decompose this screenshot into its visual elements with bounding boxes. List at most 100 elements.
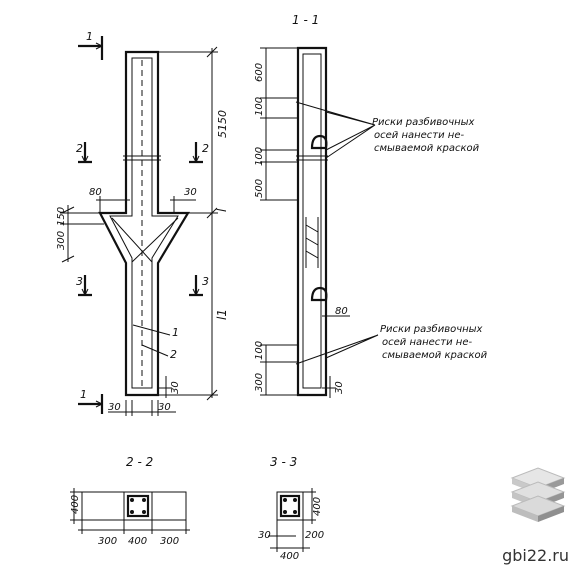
section-2-label-right: 2 [202,142,209,155]
dim-30-bottom: 30 [170,381,181,394]
rebar-dot-2 [142,498,146,502]
dim-5150: 5150 [216,110,229,138]
dim-bracket-30 [170,196,196,213]
dim-100-c: 100 [254,341,265,360]
rebar-cage [109,57,179,389]
s33-dim-400-v: 400 [312,497,323,516]
pos-2-label: 2 [170,348,177,361]
lifting-loop-bottom [310,286,328,302]
section-1-1-inner [302,53,322,389]
section-1-arrow-top [95,42,103,50]
dim-600: 600 [254,63,265,82]
dim-l: l [215,208,229,212]
section-1-arrow-bottom [95,400,103,408]
section-3-label-right: 3 [202,275,209,288]
section-1-label-top: 1 [86,30,93,43]
dim-line-upper [188,207,218,219]
rebar-dot-7 [283,510,287,514]
s22-dim-400-v: 400 [70,495,81,514]
section-1-1-title: 1 - 1 [292,13,319,27]
pos-1-label: 1 [172,326,179,339]
section-3-3: 3 - 3 400 30 200 400 [258,455,324,562]
section-2-2-dim-horizontal [78,520,190,534]
section-2-2-core [126,494,150,518]
bracket-cross [111,217,179,263]
dim-bracket-80 [96,196,130,213]
section-2-arrow-left [81,155,89,163]
note-bottom-leaders [295,334,379,365]
site-watermark: gbi22.ru [502,546,569,565]
section-1-1-ladder [305,217,319,268]
s22-dim-400-mid: 400 [128,536,147,547]
dim-300-right: 300 [254,373,265,392]
section-1-mark-top [78,36,104,60]
note-top-leaders [295,101,376,159]
note-top-line-3: смываемой краской [374,143,480,154]
section-1-label-bottom: 1 [80,388,87,401]
s22-dim-300-left: 300 [98,536,117,547]
note-bottom-line-1: Риски разбивочных [380,323,483,335]
dim-300-label: 300 [56,231,67,250]
s22-dim-300-right: 300 [160,536,179,547]
dim-100-b: 100 [254,147,265,166]
rebar-dot-3 [130,510,134,514]
column-outline [98,50,190,397]
section-3-arrow-right [192,288,200,296]
section-3-3-core [279,494,301,518]
dim-100-a: 100 [254,97,265,116]
rebar-dot-1 [130,498,134,502]
section-3-mark-right [189,275,203,297]
dim-l1: l1 [215,309,229,320]
note-top-line-1: Риски разбивочных [372,116,475,128]
dim-500: 500 [254,179,265,198]
dim-line-overall [158,46,218,401]
section-2-2-title: 2 - 2 [126,455,153,469]
dim-chain-bottom [260,344,298,396]
dim-80-right: 80 [335,306,348,317]
section-2-label-left: 2 [76,142,83,155]
section-2-2-dim-vertical [70,488,82,524]
dim-bottom-vertical [158,376,172,398]
dim-80-label: 80 [89,187,102,198]
section-3-label-left: 3 [76,275,83,288]
stirrup-marks [123,155,161,161]
rebar-dot-8 [293,510,297,514]
note-bottom-line-3: смываемой краской [382,350,488,361]
site-logo-icon [510,467,566,522]
leader-2 [141,344,169,357]
section-2-arrow-right [192,155,200,163]
dim-bracket-vertical [61,205,75,263]
leader-1 [132,324,171,336]
rebar-dot-6 [293,498,297,502]
column-section-1-1: 1 - 1 600 100 100 500 100 300 80 30 Риск… [254,13,488,398]
section-3-3-dim-horizontal [268,520,310,552]
section-3-3-outer [276,491,304,521]
section-2-mark-right [189,142,203,164]
rebar-dot-5 [283,498,287,502]
dim-30-b1: 30 [108,402,121,413]
dim-30-right: 30 [334,381,345,394]
section-3-3-dim-vertical [303,488,316,524]
section-1-1-outline [296,46,328,397]
section-2-2: 2 - 2 400 300 400 300 [70,455,190,547]
note-bottom-line-2: осей нанести не- [382,337,472,348]
dim-150-label: 150 [56,207,67,226]
section-1-1-stirrup [296,155,328,161]
section-3-3-title: 3 - 3 [270,455,297,469]
dim-bottom-horizontal [108,400,176,416]
dim-30-b2: 30 [158,402,171,413]
dim-30-top-label: 30 [184,187,197,198]
section-2-2-outer [81,491,187,521]
section-3-arrow-left [81,288,89,296]
s33-dim-200: 200 [305,530,324,541]
section-2-2-dividers [123,492,153,520]
s33-dim-30: 30 [258,530,271,541]
lifting-loop-top [310,134,328,150]
s33-dim-400-h: 400 [280,551,299,562]
note-top-line-2: осей нанести не- [374,130,464,141]
rebar-dot-4 [142,510,146,514]
dim-chain-top [260,47,298,201]
column-front-view: 1 1 2 2 3 3 5150 l l1 80 30 150 300 30 [56,30,229,416]
dim-30-right-line [322,376,336,398]
